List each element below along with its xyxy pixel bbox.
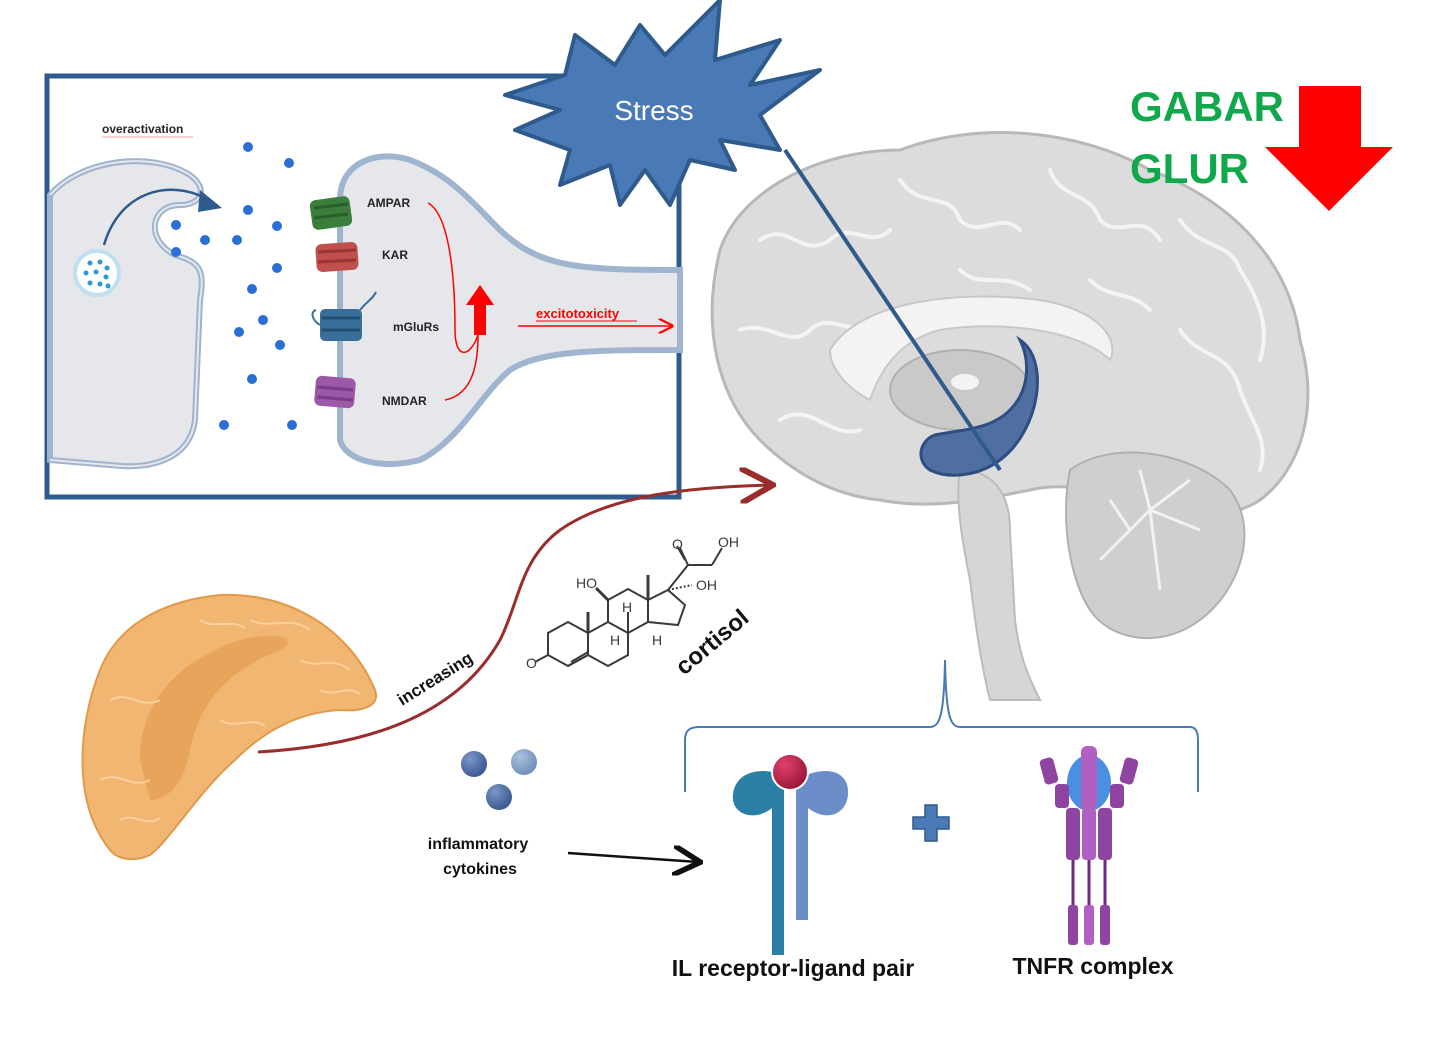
cytokines-arrow [567, 853, 698, 862]
receptor-ampar [309, 196, 353, 230]
cortisol-structure [534, 545, 723, 668]
receptor-bracket [684, 659, 1199, 792]
arbor-vitae [1098, 469, 1201, 591]
stress-label: Stress [614, 95, 693, 126]
stress-connector-line [783, 148, 1002, 472]
atom-ho: HO [576, 575, 597, 591]
il-receptor-label: IL receptor-ligand pair [672, 955, 914, 981]
atom-oh-top: OH [718, 534, 739, 550]
receptor-label-kar: KAR [382, 248, 408, 262]
atom-oh-17: OH [696, 577, 717, 593]
stress-starburst [503, 0, 822, 207]
gabar-label: GABAR [1130, 83, 1284, 130]
nmdar-signal-line [444, 334, 479, 401]
plus-sign [912, 804, 950, 842]
increasing-label: increasing [394, 648, 476, 709]
cytokine-molecules [461, 749, 537, 810]
cytokines-label-line1: inflammatory [428, 836, 529, 853]
increase-arrow [466, 285, 494, 335]
receptor-label-mglurs: mGluRs [393, 320, 439, 334]
release-arrowhead [198, 190, 222, 212]
receptor-nmdar [314, 375, 356, 409]
adrenal-gland [81, 593, 377, 861]
synapse-diagram [47, 142, 683, 470]
glur-label: GLUR [1130, 145, 1249, 192]
cortisol-label: cortisol [671, 604, 755, 680]
atom-o-ketone: O [526, 655, 537, 671]
cytokines-label-line2: cytokines [443, 861, 517, 878]
brain-gyri [738, 168, 1266, 472]
atom-o-side: O [672, 536, 683, 552]
decrease-arrow [1265, 86, 1393, 211]
ampar-signal-line [427, 202, 479, 354]
overactivation-label: overactivation [102, 122, 183, 136]
glutamate-molecules [171, 142, 297, 430]
increasing-arrow [257, 485, 770, 754]
receptor-kar [315, 241, 359, 273]
postsynaptic-terminal [337, 153, 683, 467]
atom-h-14: H [652, 632, 662, 648]
receptor-label-nmdar: NMDAR [382, 394, 427, 408]
receptor-mglurs [311, 291, 377, 341]
excitotoxicity-label: excitotoxicity [536, 306, 620, 321]
il-receptor-ligand-pair [732, 753, 849, 955]
receptor-label-ampar: AMPAR [367, 196, 410, 210]
brainstem [957, 468, 1042, 701]
tnfr-complex [1039, 746, 1139, 945]
release-arrow [102, 188, 206, 246]
tnfr-label: TNFR complex [1012, 953, 1173, 979]
brain-illustration [710, 131, 1310, 701]
vesicle-contents [83, 259, 111, 289]
cortisol-atom-labels: O HO O OH OH H H H [526, 534, 739, 671]
atom-h-9: H [610, 632, 620, 648]
atom-h-8: H [622, 599, 632, 615]
hippocampus-highlight [919, 335, 1039, 477]
